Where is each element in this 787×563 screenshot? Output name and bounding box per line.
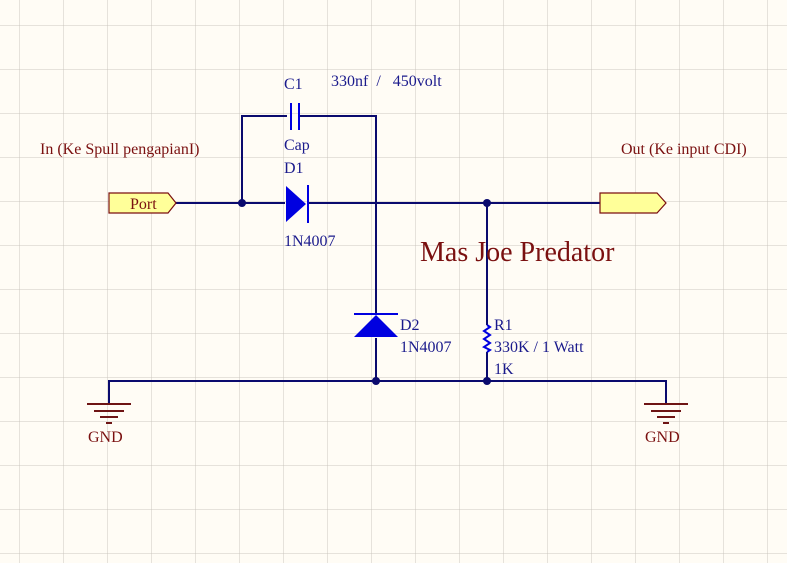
c1-value: 330nf / 450volt [331,73,442,90]
wire-cap-loop-left[interactable] [241,115,287,203]
junctions [238,199,491,385]
r1-comment: 1K [494,361,514,378]
resistor-r1-zigzag [482,324,492,353]
junction-dot [372,377,380,385]
d1-designator: D1 [284,160,304,177]
port-output[interactable] [599,192,667,214]
ground-symbol-left[interactable] [87,403,131,424]
net-label-output: Out (Ke input CDI) [621,141,747,158]
capacitor-c1[interactable] [290,103,300,130]
c1-designator: C1 [284,76,303,93]
junction-dot [483,199,491,207]
port-input-shape [108,192,177,214]
c1-type: Cap [284,137,310,154]
d2-designator: D2 [400,317,420,334]
resistor-r1[interactable] [482,324,492,353]
r1-designator: R1 [494,317,513,334]
diode-d2-anode-triangle [354,315,398,337]
wires [108,115,667,405]
title-text: Mas Joe Predator [420,237,615,268]
ground-symbol-right[interactable] [644,403,688,424]
port-input[interactable]: Port [108,192,177,214]
diode-d2[interactable] [354,313,398,337]
wire-cap-loop-right[interactable] [300,115,377,313]
port-output-shape [599,192,667,214]
ground-label-right: GND [645,429,680,446]
diode-d1[interactable] [286,185,309,223]
ground-label-left: GND [88,429,123,446]
port-input-label: Port [130,196,157,213]
diode-d1-anode-triangle [286,186,306,222]
junction-dot [483,377,491,385]
r1-value: 330K / 1 Watt [494,339,584,356]
d2-part: 1N4007 [400,339,452,356]
wire-ground-rail-right[interactable] [376,380,667,405]
net-label-input: In (Ke Spull pengapianI) [40,141,200,158]
d1-part: 1N4007 [284,233,336,250]
wire-ground-rail-left[interactable] [108,380,376,405]
junction-dot [238,199,246,207]
